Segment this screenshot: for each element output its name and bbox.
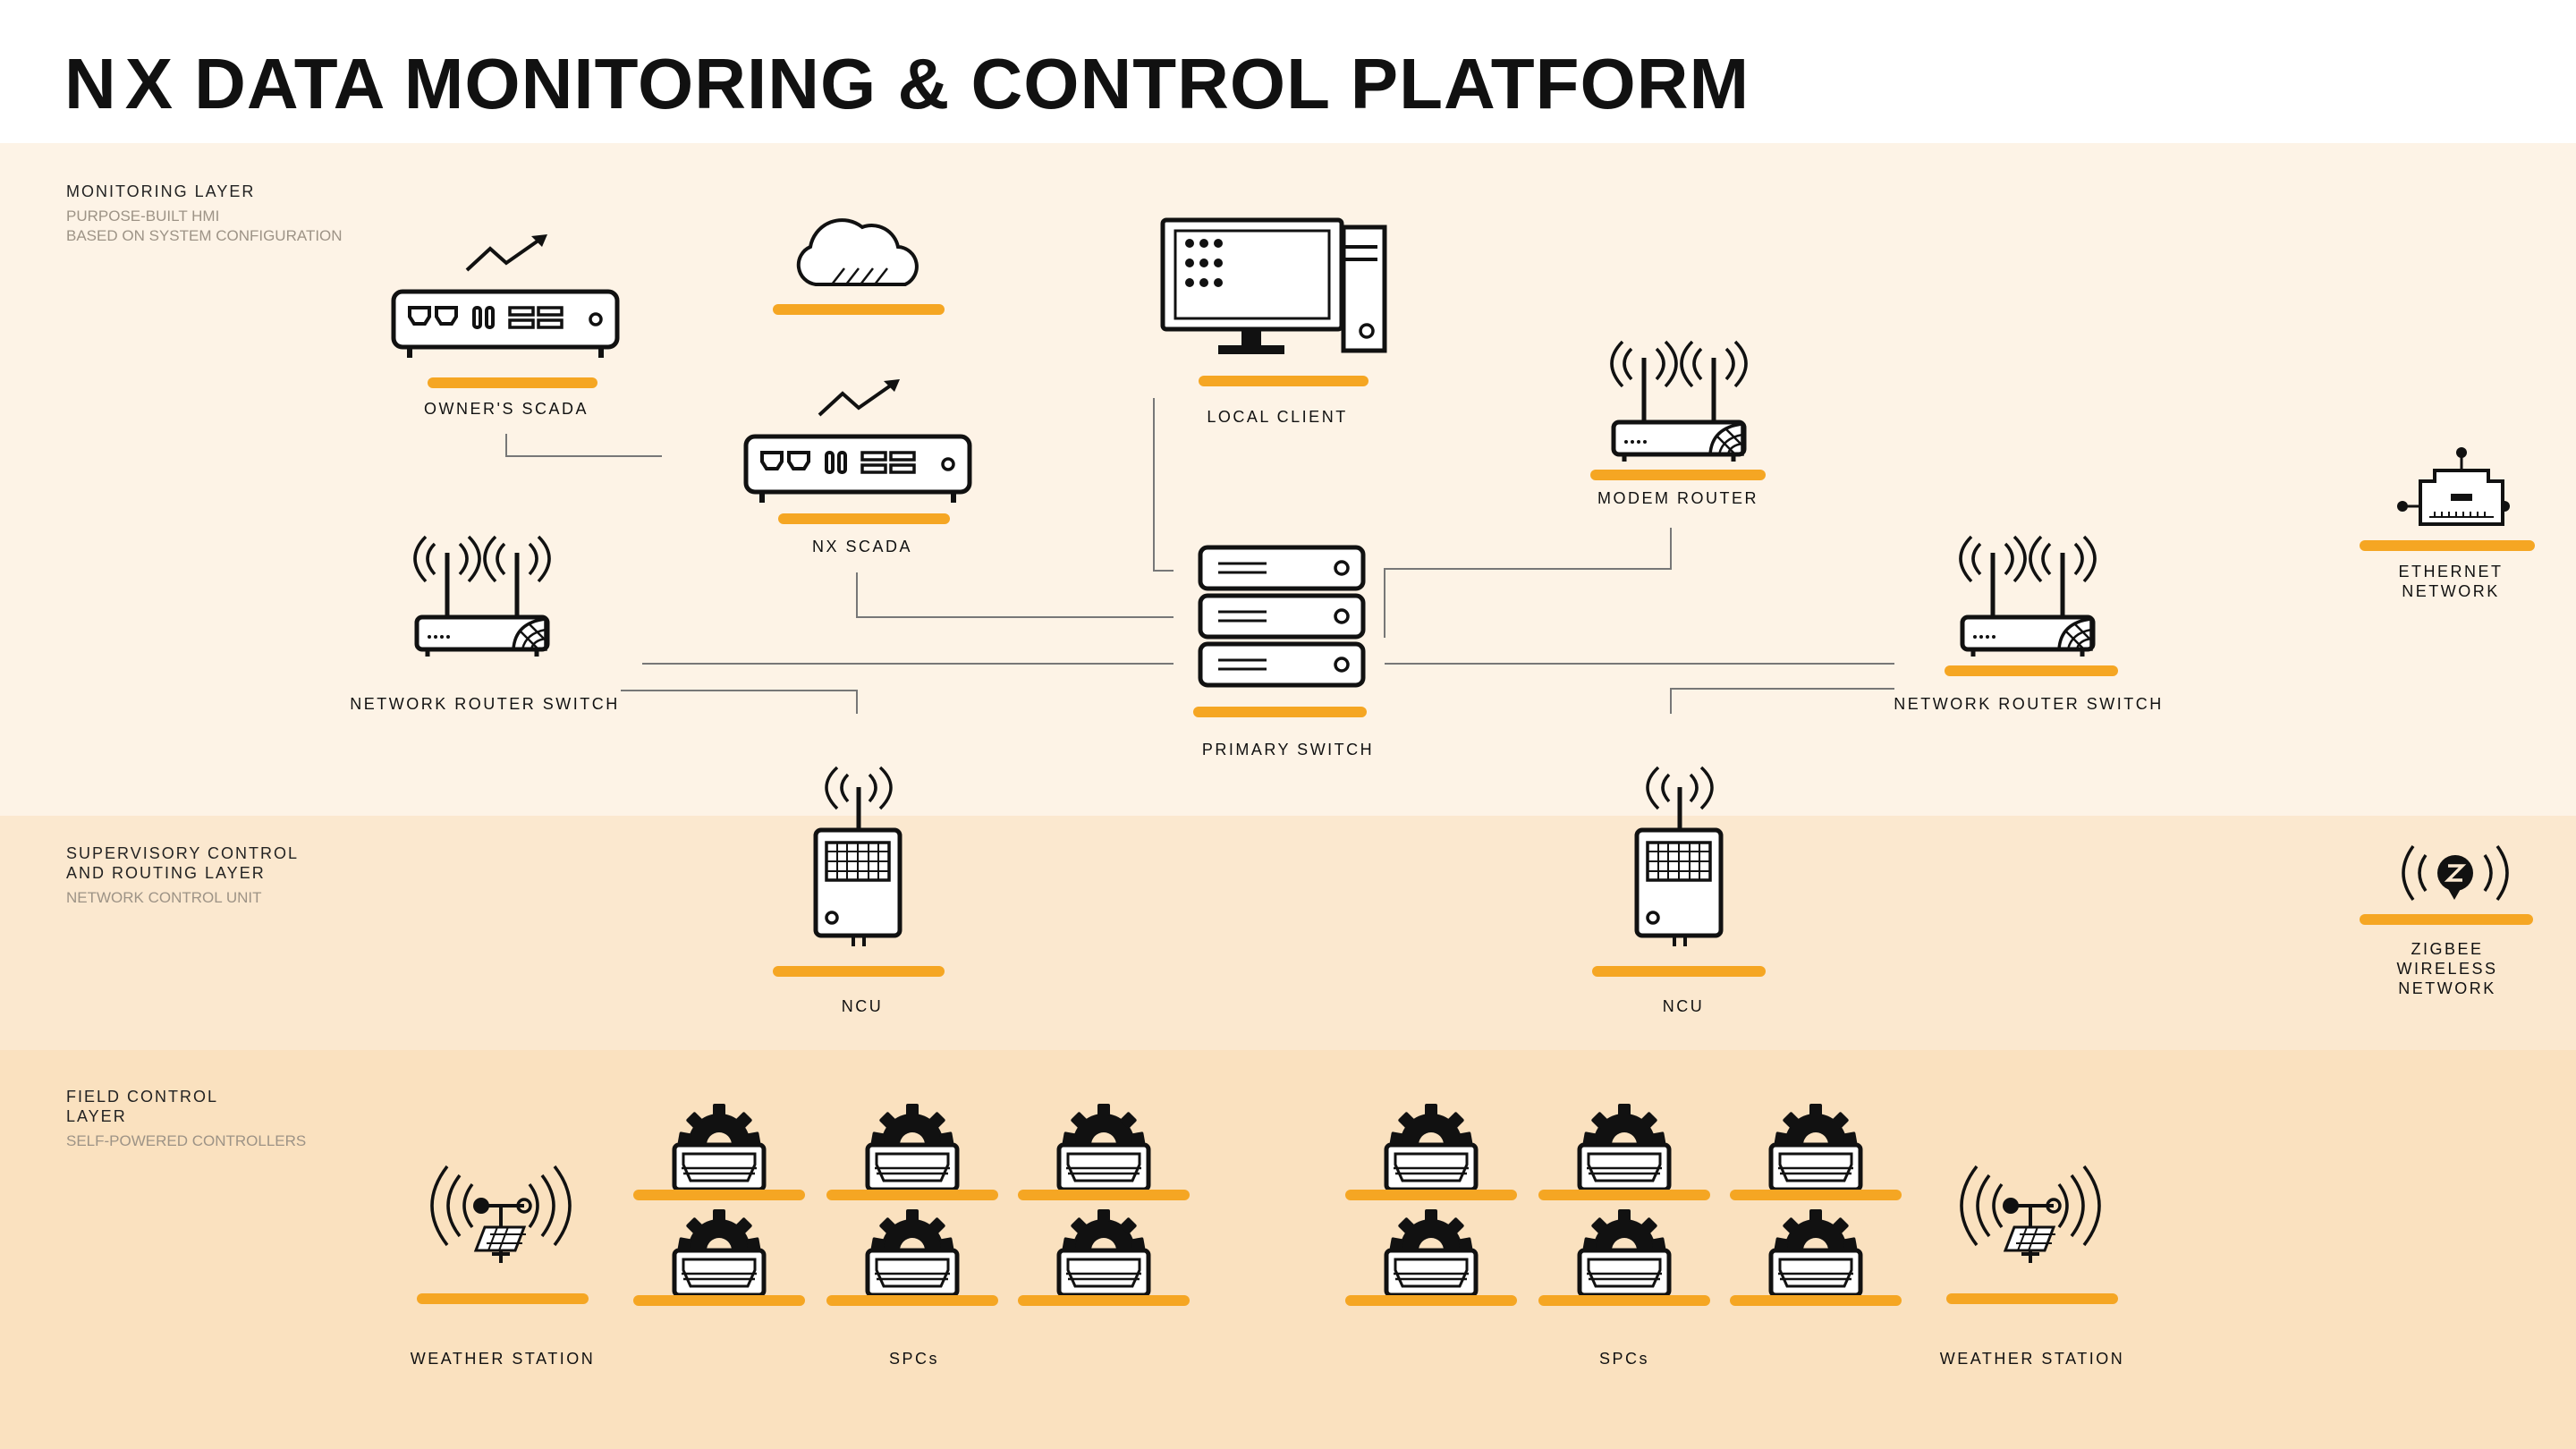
- gear-controller-icon: [1059, 1104, 1148, 1190]
- weather-station-icon: [430, 1165, 572, 1265]
- zigbee-bar: [826, 1190, 998, 1200]
- zigbee-legend-label: ZIGBEE WIRELESS NETWORK: [2396, 940, 2498, 997]
- ncu-left-node: [773, 767, 945, 977]
- zigbee-bar: [773, 966, 945, 977]
- router-left-node: [415, 537, 549, 657]
- weather-left-node: [417, 1165, 589, 1304]
- server-stack-icon: [1200, 547, 1363, 685]
- ncu-antenna-icon: [1637, 767, 1721, 946]
- layer-title: FIELD CONTROL LAYER: [66, 1088, 219, 1125]
- ethernet-bar: [1590, 470, 1766, 480]
- ncu-right-label: NCU: [1662, 997, 1705, 1015]
- router-left-label: NETWORK ROUTER SWITCH: [350, 695, 620, 713]
- spcs-left-group: [633, 1104, 1190, 1306]
- zigbee-bar: [1730, 1295, 1902, 1306]
- layer-subtitle: SELF-POWERED CONTROLLERS: [66, 1132, 307, 1149]
- router-right-label: NETWORK ROUTER SWITCH: [1894, 695, 2164, 713]
- zigbee-bar: [1538, 1190, 1710, 1200]
- spcs-right-label: SPCs: [1598, 1350, 1650, 1368]
- ethernet-legend-label: ETHERNET NETWORK: [2398, 563, 2504, 600]
- zigbee-bar: [633, 1295, 805, 1306]
- ethernet-bar: [1199, 376, 1368, 386]
- spcs-right-group: [1345, 1104, 1902, 1306]
- ethernet-bar: [2360, 540, 2535, 551]
- modem-router-node: [1590, 342, 1766, 480]
- wifi-router-icon: [415, 537, 549, 657]
- nx-scada-label: NX SCADA: [811, 538, 913, 555]
- ethernet-bar: [1193, 707, 1367, 717]
- monitoring-layer-heading: MONITORING LAYER PURPOSE-BUILT HMI BASED…: [66, 182, 343, 246]
- zigbee-bar: [826, 1295, 998, 1306]
- zigbee-legend: [2360, 844, 2533, 925]
- weather-right-node: [1946, 1165, 2118, 1304]
- ethernet-bar: [1945, 665, 2118, 676]
- gear-controller-icon: [674, 1209, 764, 1295]
- ethernet-bar: [778, 513, 950, 524]
- cloud-icon: [796, 218, 919, 286]
- weather-station-icon: [1960, 1165, 2101, 1265]
- field-layer-band: [0, 1050, 2576, 1449]
- nx-scada-node: [746, 377, 970, 524]
- ncu-antenna-icon: [816, 767, 900, 946]
- zigbee-bar: [1345, 1190, 1517, 1200]
- ethernet-legend: [2360, 447, 2535, 551]
- cloud-node: [773, 218, 945, 315]
- gear-controller-icon: [868, 1209, 957, 1295]
- zigbee-bar: [1345, 1295, 1517, 1306]
- ncu-right-node: [1592, 767, 1766, 977]
- ncu-left-label: NCU: [841, 997, 884, 1015]
- zigbee-bar: [1538, 1295, 1710, 1306]
- layer-subtitle: PURPOSE-BUILT HMI BASED ON SYSTEM CONFIG…: [66, 208, 343, 244]
- field-layer-heading: FIELD CONTROL LAYER SELF-POWERED CONTROL…: [66, 1087, 306, 1151]
- layer-subtitle: NETWORK CONTROL UNIT: [66, 889, 262, 906]
- zigbee-bar: [1946, 1293, 2118, 1304]
- gear-controller-icon: [1580, 1104, 1669, 1190]
- gear-controller-icon: [1386, 1209, 1476, 1295]
- gear-controller-icon: [1771, 1104, 1860, 1190]
- modem-router-label: MODEM ROUTER: [1597, 489, 1758, 507]
- layer-title: MONITORING LAYER: [66, 182, 256, 200]
- local-client-label: LOCAL CLIENT: [1207, 408, 1348, 426]
- gear-controller-icon: [1580, 1209, 1669, 1295]
- scada-unit-icon: [394, 292, 617, 358]
- zigbee-bar: [2360, 914, 2533, 925]
- primary-switch-node: [1193, 547, 1367, 717]
- supervisory-layer-heading: SUPERVISORY CONTROL AND ROUTING LAYER NE…: [66, 843, 299, 908]
- zigbee-bar: [417, 1293, 589, 1304]
- wifi-router-icon: [1612, 342, 1746, 462]
- connector-lines: [505, 398, 1894, 714]
- local-client-node: [1160, 217, 1387, 386]
- weather-left-label: WEATHER STATION: [410, 1350, 596, 1368]
- zigbee-icon: [2402, 844, 2509, 902]
- supervisory-layer-band: [0, 816, 2576, 1050]
- desktop-computer-icon: [1160, 217, 1387, 354]
- ethernet-port-icon: [2397, 447, 2510, 526]
- ethernet-bar: [773, 304, 945, 315]
- primary-switch-label: PRIMARY SWITCH: [1201, 741, 1375, 758]
- zigbee-bar: [1018, 1190, 1190, 1200]
- owners-scada-label: OWNER'S SCADA: [424, 400, 589, 418]
- wifi-router-icon: [1961, 537, 2095, 657]
- zigbee-bar: [1592, 966, 1766, 977]
- scada-unit-icon: [746, 436, 970, 503]
- gear-controller-icon: [868, 1104, 957, 1190]
- zigbee-bar: [1018, 1295, 1190, 1306]
- gear-controller-icon: [1386, 1104, 1476, 1190]
- router-right-node: [1945, 537, 2118, 676]
- zigbee-bar: [633, 1190, 805, 1200]
- weather-right-label: WEATHER STATION: [1939, 1350, 2125, 1368]
- trend-arrow-icon: [465, 233, 549, 272]
- gear-controller-icon: [1771, 1209, 1860, 1295]
- layer-title: SUPERVISORY CONTROL AND ROUTING LAYER: [66, 844, 300, 882]
- gear-controller-icon: [674, 1104, 764, 1190]
- ethernet-bar: [428, 377, 597, 388]
- zigbee-bar: [1730, 1190, 1902, 1200]
- spcs-left-label: SPCs: [888, 1350, 940, 1368]
- gear-controller-icon: [1059, 1209, 1148, 1295]
- owners-scada-node: [394, 233, 617, 388]
- trend-arrow-icon: [818, 377, 902, 417]
